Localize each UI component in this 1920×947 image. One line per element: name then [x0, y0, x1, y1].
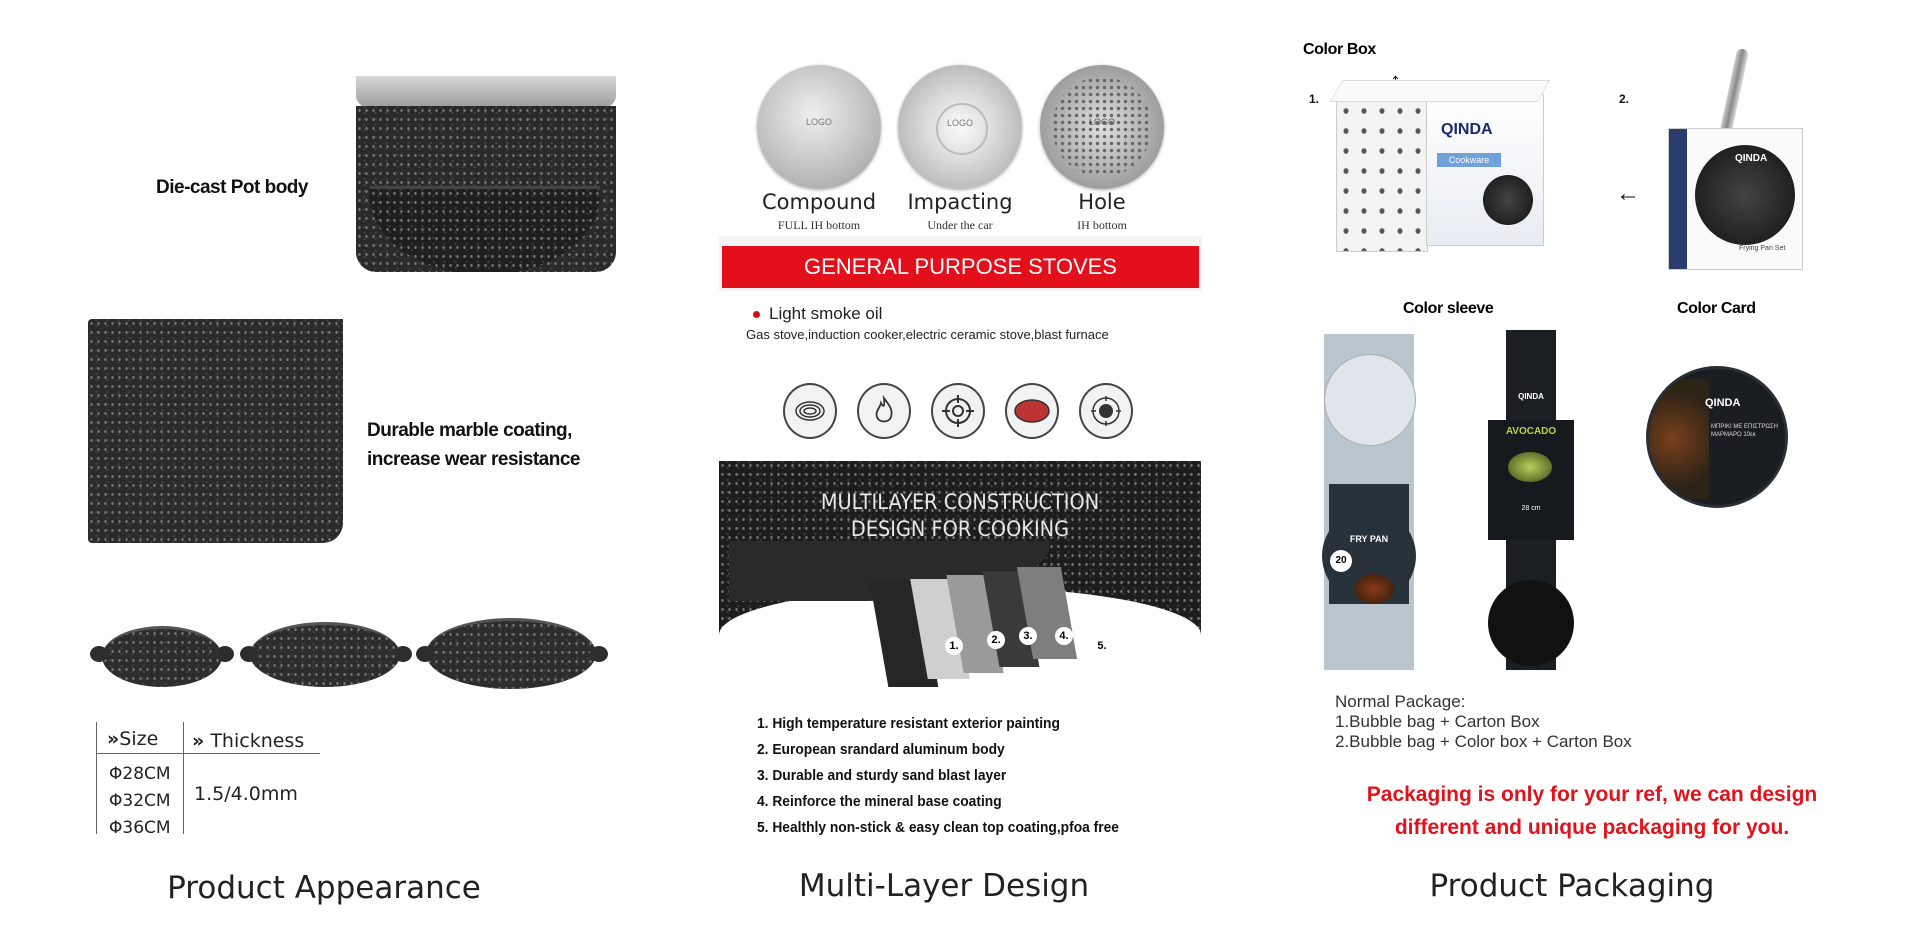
- bullet-line: Light smoke oil: [753, 304, 882, 324]
- size-32: Φ32CM: [109, 791, 171, 811]
- coil-icon: [783, 383, 837, 439]
- size-values: Φ28CM Φ32CM Φ36CM: [109, 761, 171, 842]
- compound-bottom-image: LOGO: [757, 65, 881, 189]
- flame-icon: [857, 383, 911, 439]
- size-36: Φ36CM: [109, 818, 171, 838]
- color-card-heading: Color Card: [1677, 300, 1756, 317]
- color-box-heading: Color Box: [1303, 41, 1376, 58]
- impacting-bottom-image: LOGO: [898, 65, 1022, 189]
- color-card-image: QINDA ΜΠΡΙΚΙ ΜΕ ΕΠΙΣΤΡΩΣΗ ΜΑΡΜΑΡΟ 10εκ: [1646, 366, 1788, 508]
- caption-multi-layer-design: Multi-Layer Design: [798, 868, 1090, 904]
- card-brand: QINDA: [1705, 397, 1741, 409]
- pan-box-product: Frying Pan Set: [1739, 245, 1786, 252]
- gas-burner-icon: [931, 383, 985, 439]
- label-die-cast-body: Die-cast Pot body: [156, 177, 308, 198]
- banner-text: GENERAL PURPOSE STOVES: [804, 254, 1117, 279]
- impacting-sub: Under the car: [927, 218, 993, 232]
- stove-icons-row: [783, 383, 1133, 439]
- ceramic-plate-icon: [1005, 383, 1059, 439]
- hole-title: Hole: [1078, 190, 1126, 214]
- compound-sub: FULL IH bottom: [777, 218, 861, 232]
- sleeve2-label: AVOCADO: [1505, 426, 1557, 437]
- pans-sizes-image: [90, 610, 610, 690]
- caption-product-appearance: Product Appearance: [167, 870, 481, 906]
- layer-item-4: 4. Reinforce the mineral base coating: [757, 793, 1002, 810]
- package-option-1: 1.Bubble bag + Carton Box: [1335, 712, 1540, 731]
- layer-item-2: 2. European srandard aluminum body: [757, 741, 1005, 758]
- number-1: 1.: [1309, 92, 1320, 106]
- packaging-note-line2: different and unique packaging for you.: [1394, 816, 1790, 839]
- bullet-text: Light smoke oil: [769, 304, 883, 323]
- hole-sub: IH bottom: [1077, 218, 1127, 232]
- coating-surface-image: [88, 319, 343, 543]
- size-28: Φ28CM: [109, 764, 171, 784]
- color-box-image: QINDA Cookware: [1329, 80, 1551, 255]
- construction-line1: MULTILAYER CONSTRUCTION: [820, 490, 1100, 514]
- layer-item-5: 5. Healthly non-stick & easy clean top c…: [757, 819, 1119, 836]
- impacting-title: Impacting: [907, 190, 1013, 214]
- sleeve1-label: FRY PAN: [1349, 534, 1389, 544]
- box-brand-sub: Cookware: [1437, 153, 1501, 167]
- card-text: ΜΠΡΙΚΙ ΜΕ ΕΠΙΣΤΡΩΣΗ ΜΑΡΜΑΡΟ 10εκ: [1711, 424, 1778, 438]
- size-table: »Size » Thickness Φ28CM Φ32CM Φ36CM 1.5/…: [96, 722, 320, 838]
- construction-heading: MULTILAYER CONSTRUCTION DESIGN FOR COOKI…: [738, 489, 1181, 543]
- induction-icon: [1079, 383, 1133, 439]
- compound-title: Compound: [761, 190, 877, 214]
- layer-item-3: 3. Durable and sturdy sand blast layer: [757, 767, 1007, 784]
- layer-num-1: 1.: [945, 637, 963, 655]
- multilayer-pan-image: MULTILAYER CONSTRUCTION DESIGN FOR COOKI…: [719, 461, 1201, 691]
- layer-num-4: 4.: [1055, 627, 1073, 645]
- thickness-header: » Thickness: [192, 730, 305, 752]
- caption-product-packaging: Product Packaging: [1429, 868, 1715, 904]
- pan-box-brand: QINDA: [1735, 153, 1768, 164]
- color-sleeve-heading: Color sleeve: [1403, 300, 1494, 317]
- size-header: »Size: [107, 728, 159, 750]
- pot-body-image: [356, 76, 616, 272]
- normal-package-label: Normal Package:: [1335, 692, 1466, 711]
- layer-item-1: 1. High temperature resistant exterior p…: [757, 715, 1060, 732]
- layers-list: 1. High temperature resistant exterior p…: [757, 715, 1197, 845]
- color-sleeve-2-image: QINDA AVOCADO 28 cm: [1488, 330, 1574, 670]
- logo-mark: LOGO: [1088, 117, 1115, 127]
- sleeve2-brand: QINDA: [1518, 392, 1544, 401]
- logo-mark: LOGO: [946, 118, 973, 128]
- layer-num-3: 3.: [1019, 627, 1037, 645]
- package-option-2: 2.Bubble bag + Color box + Carton Box: [1335, 732, 1632, 751]
- thickness-value: 1.5/4.0mm: [194, 783, 298, 805]
- label-coating-line1: Durable marble coating,: [367, 420, 572, 441]
- sleeve1-size: 20: [1330, 550, 1352, 572]
- box-brand: QINDA: [1441, 121, 1493, 138]
- label-coating-line2: increase wear resistance: [367, 449, 581, 470]
- stoves-banner: GENERAL PURPOSE STOVES: [719, 236, 1202, 291]
- packaging-note: Packaging is only for your ref, we can d…: [1312, 778, 1872, 844]
- arrow-left-icon: ←: [1616, 180, 1640, 207]
- packaging-note-line1: Packaging is only for your ref, we can d…: [1366, 783, 1818, 806]
- logo-mark: LOGO: [805, 117, 832, 127]
- sleeve2-size: 28 cm: [1521, 505, 1541, 512]
- color-sleeve-1-image: FRY PAN 20: [1322, 334, 1416, 670]
- hole-bottom-image: LOGO: [1040, 65, 1164, 189]
- frying-pan-box-image: QINDA Frying Pan Set: [1668, 47, 1803, 270]
- number-2: 2.: [1619, 92, 1630, 106]
- layer-num-5: 5.: [1093, 637, 1111, 655]
- bullet-dot: [753, 311, 760, 319]
- layer-num-2: 2.: [987, 631, 1005, 649]
- stoves-list: Gas stove,induction cooker,electric cera…: [746, 327, 1109, 342]
- construction-line2: DESIGN FOR COOKING: [850, 517, 1070, 541]
- package-options: Normal Package: 1.Bubble bag + Carton Bo…: [1335, 692, 1632, 752]
